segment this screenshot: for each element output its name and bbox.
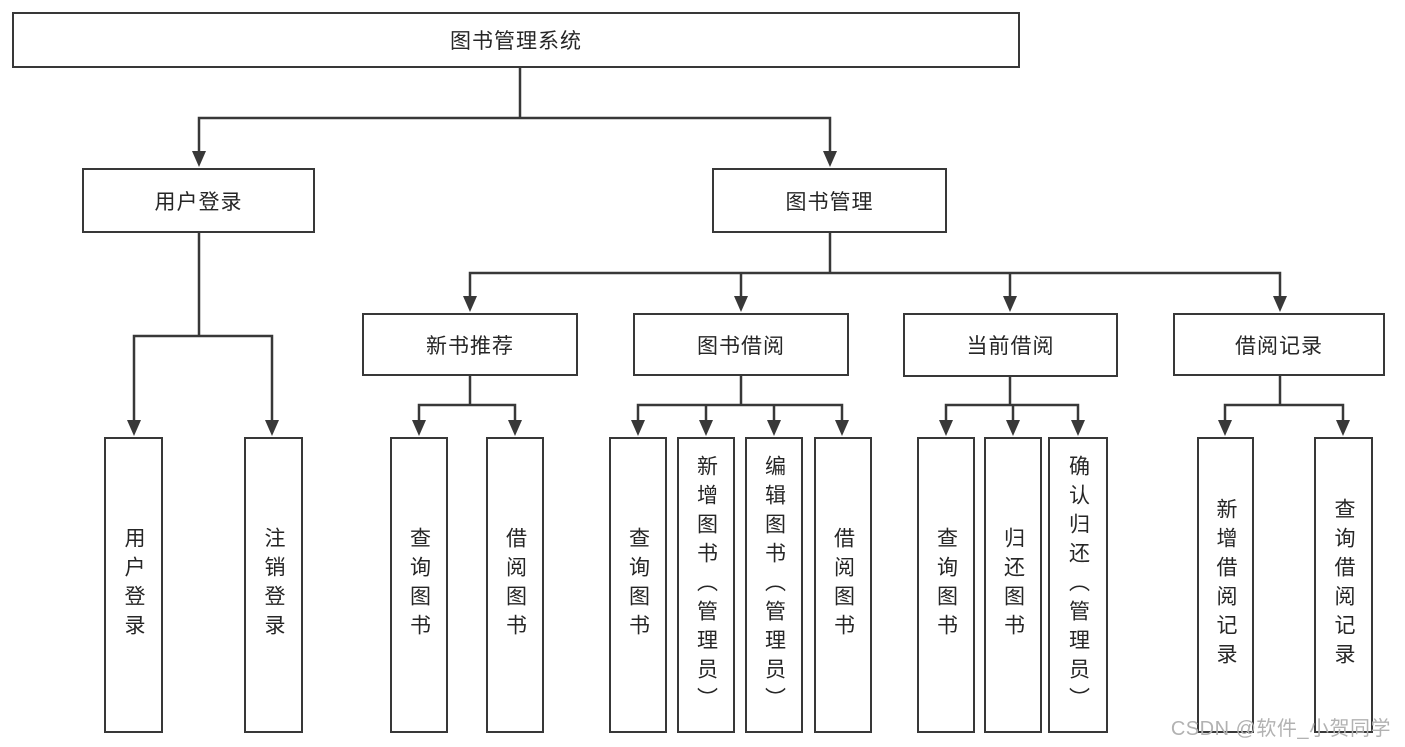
arrowhead xyxy=(767,420,781,436)
node-current-borrowing: 当前借阅 xyxy=(903,313,1118,377)
arrowhead xyxy=(1006,420,1020,436)
connector-user-login-rail xyxy=(132,334,274,424)
leaf-query-book-under-current: 查询图书 xyxy=(917,437,975,733)
arrowhead xyxy=(823,151,837,167)
connector-borrow-record-rail xyxy=(1223,376,1345,424)
leaf-confirm-return-admin: 确认归还（管理员） xyxy=(1048,437,1108,733)
leaf-edit-book-admin: 编辑图书（管理员） xyxy=(745,437,803,733)
node-borrowing-records: 借阅记录 xyxy=(1173,313,1385,376)
node-label: 新增图书（管理员） xyxy=(694,454,718,716)
node-label: 用户登录 xyxy=(154,190,243,214)
node-book-borrowing: 图书借阅 xyxy=(633,313,849,376)
node-label: 图书借阅 xyxy=(697,334,785,358)
leaf-add-borrow-record: 新增借阅记录 xyxy=(1197,437,1254,733)
node-label: 注销登录 xyxy=(262,527,285,643)
arrowhead xyxy=(463,296,477,312)
arrowhead xyxy=(192,151,206,167)
node-label: 查询图书 xyxy=(934,527,958,643)
leaf-user-login: 用户登录 xyxy=(104,437,163,733)
arrowhead xyxy=(1336,420,1350,436)
arrowhead xyxy=(1273,296,1287,312)
node-book-management: 图书管理 xyxy=(712,168,947,233)
leaf-borrow-book-under-borrowing: 借阅图书 xyxy=(814,437,872,733)
arrowhead xyxy=(265,420,279,436)
node-label: 查询图书 xyxy=(626,527,650,643)
arrowhead xyxy=(127,420,141,436)
node-label: 图书管理 xyxy=(785,190,874,214)
arrowhead xyxy=(699,420,713,436)
arrowhead xyxy=(412,420,426,436)
leaf-add-book-admin: 新增图书（管理员） xyxy=(677,437,735,733)
node-label: 新增借阅记录 xyxy=(1214,498,1237,672)
node-label: 借阅记录 xyxy=(1235,334,1323,358)
arrowhead xyxy=(631,420,645,436)
node-label: 借阅图书 xyxy=(831,527,855,643)
node-label: 确认归还（管理员） xyxy=(1066,454,1090,716)
node-label: 查询图书 xyxy=(407,527,431,643)
arrowhead xyxy=(1218,420,1232,436)
connector-book-borrow-rail xyxy=(636,375,844,424)
node-library-management-system: 图书管理系统 xyxy=(12,12,1020,68)
connector-new-book-rail xyxy=(417,375,517,424)
arrowhead xyxy=(939,420,953,436)
arrowhead xyxy=(1071,420,1085,436)
node-label: 当前借阅 xyxy=(966,335,1055,358)
leaf-query-book-under-recommendation: 查询图书 xyxy=(390,437,448,733)
leaf-query-borrow-record: 查询借阅记录 xyxy=(1314,437,1373,733)
leaf-return-book: 归还图书 xyxy=(984,437,1042,733)
node-label: 查询借阅记录 xyxy=(1332,498,1355,672)
node-label: 新书推荐 xyxy=(426,334,514,358)
node-label: 用户登录 xyxy=(122,527,145,643)
arrowhead xyxy=(835,420,849,436)
node-label: 归还图书 xyxy=(1001,527,1025,643)
node-user-login: 用户登录 xyxy=(82,168,315,233)
node-label: 借阅图书 xyxy=(503,527,527,643)
arrowhead xyxy=(1003,296,1017,312)
node-label: 编辑图书（管理员） xyxy=(762,454,786,716)
connector-book-mgmt-rail xyxy=(468,271,1282,300)
connector-level1-rail xyxy=(197,116,832,160)
leaf-query-book-under-borrowing: 查询图书 xyxy=(609,437,667,733)
leaf-logout: 注销登录 xyxy=(244,437,303,733)
node-label: 图书管理系统 xyxy=(450,30,582,53)
leaf-borrow-book-under-recommendation: 借阅图书 xyxy=(486,437,544,733)
node-new-book-recommendation: 新书推荐 xyxy=(362,313,578,376)
arrowhead xyxy=(734,296,748,312)
connector-current-borrow-rail xyxy=(944,377,1080,424)
arrowhead xyxy=(508,420,522,436)
